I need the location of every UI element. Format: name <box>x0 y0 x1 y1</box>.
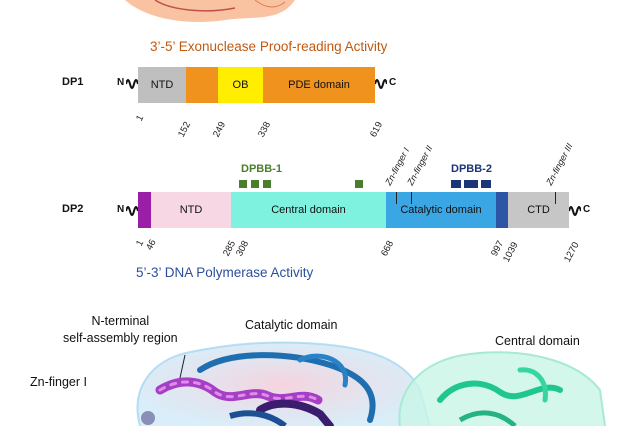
zinc-finger-1-mark <box>396 192 397 204</box>
dp1-n-squiggle <box>126 79 138 89</box>
dp2-label: DP2 <box>62 203 84 215</box>
zinc-finger-2-mark <box>411 192 412 204</box>
dp1-ob-segment: OB <box>218 67 263 103</box>
dp1-tick-619: 619 <box>368 119 386 140</box>
dp2-ctd-label: CTD <box>527 204 550 216</box>
exonuclease-structure-fragment <box>125 0 295 22</box>
dp2-tick-668: 668 <box>379 238 397 259</box>
dp2-n-squiggle <box>126 206 138 216</box>
dp1-c-squiggle <box>375 79 387 89</box>
dp2-c-squiggle <box>569 206 581 216</box>
zinc-finger-3-mark <box>555 192 556 204</box>
dpbb1-block-4 <box>355 180 363 188</box>
dp1-tick-338: 338 <box>256 119 274 140</box>
dp1-tick-152: 152 <box>176 119 194 140</box>
dp2-ctd-segment: CTD <box>508 192 569 228</box>
dp1-label: DP1 <box>62 76 84 88</box>
dp1-tick-1: 1 <box>134 113 147 124</box>
dp2-c-terminus: C <box>583 204 591 215</box>
dp2-central-segment: Central domain <box>231 192 386 228</box>
dp1-ntd-label: NTD <box>150 79 174 91</box>
zinc-finger-3d-label: Zn-finger I <box>30 375 87 389</box>
dp2-ntd-label: NTD <box>179 204 203 216</box>
dpbb2-block-2 <box>464 180 478 188</box>
dp2-n-terminus: N <box>117 204 125 215</box>
dp1-ntd-segment: NTD <box>138 67 186 103</box>
dpbb1-label: DPBB-1 <box>241 163 282 175</box>
dp1-tick-249: 249 <box>211 119 229 140</box>
dpbb1-block-1 <box>239 180 247 188</box>
dp1-pde-segment: PDE domain <box>263 67 375 103</box>
dp1-linker-segment <box>186 67 218 103</box>
dp2-tick-308: 308 <box>234 238 252 259</box>
dp1-c-terminus: C <box>389 77 397 88</box>
dpbb2-block-3 <box>481 180 491 188</box>
dp1-n-terminus: N <box>117 77 125 88</box>
dp2-ntd-segment: NTD <box>151 192 231 228</box>
zinc-finger-3-label: Zn-finger III <box>544 141 575 187</box>
dp1-pde-label: PDE domain <box>288 79 350 91</box>
dp2-central-label: Central domain <box>271 204 346 216</box>
dp2-catalytic-label: Catalytic domain <box>400 204 482 216</box>
catalytic-domain-3d-label: Catalytic domain <box>245 318 338 332</box>
dp2-tick-1270: 1270 <box>562 240 582 265</box>
dp2-structure-render <box>136 341 606 426</box>
dp2-catalytic-segment: Catalytic domain <box>386 192 496 228</box>
dpbb2-block-1 <box>451 180 461 188</box>
dp2-dark-segment <box>496 192 508 228</box>
dpbb2-label: DPBB-2 <box>451 163 492 175</box>
dpbb1-block-3 <box>263 180 271 188</box>
polymerase-activity-title: 5’-3’ DNA Polymerase Activity <box>136 265 314 280</box>
exonuclease-activity-title: 3’-5’ Exonuclease Proof-reading Activity <box>150 39 388 54</box>
central-domain-3d-label: Central domain <box>495 334 580 348</box>
dp1-ob-label: OB <box>232 79 249 91</box>
dp2-n-segment <box>138 192 151 228</box>
n-terminal-region-label: N-terminal self-assembly region <box>63 314 178 345</box>
dp2-tick-46: 46 <box>144 237 159 253</box>
dpbb1-block-2 <box>251 180 259 188</box>
